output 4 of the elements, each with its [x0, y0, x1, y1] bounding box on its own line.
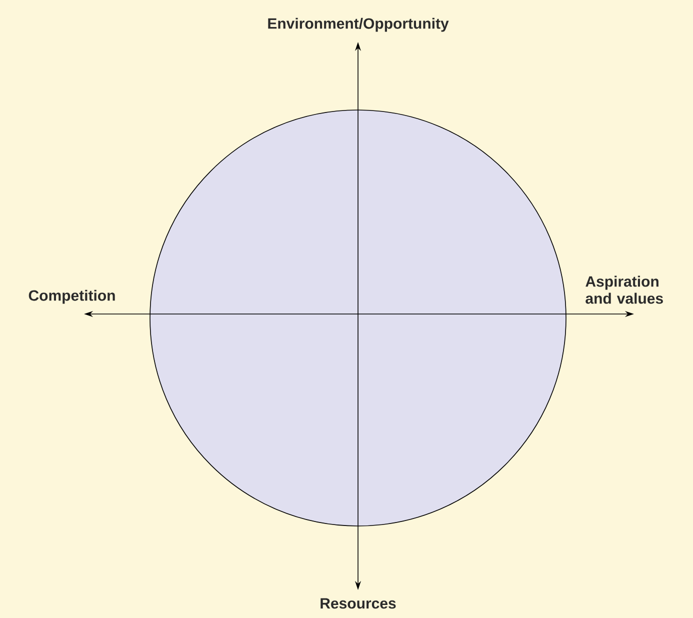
axis-label: Competition — [28, 290, 115, 304]
axis-label: Aspiration and values — [586, 276, 663, 304]
axis-label: Environment/Opportunity — [268, 18, 449, 32]
axis-label: Resources — [320, 598, 396, 609]
